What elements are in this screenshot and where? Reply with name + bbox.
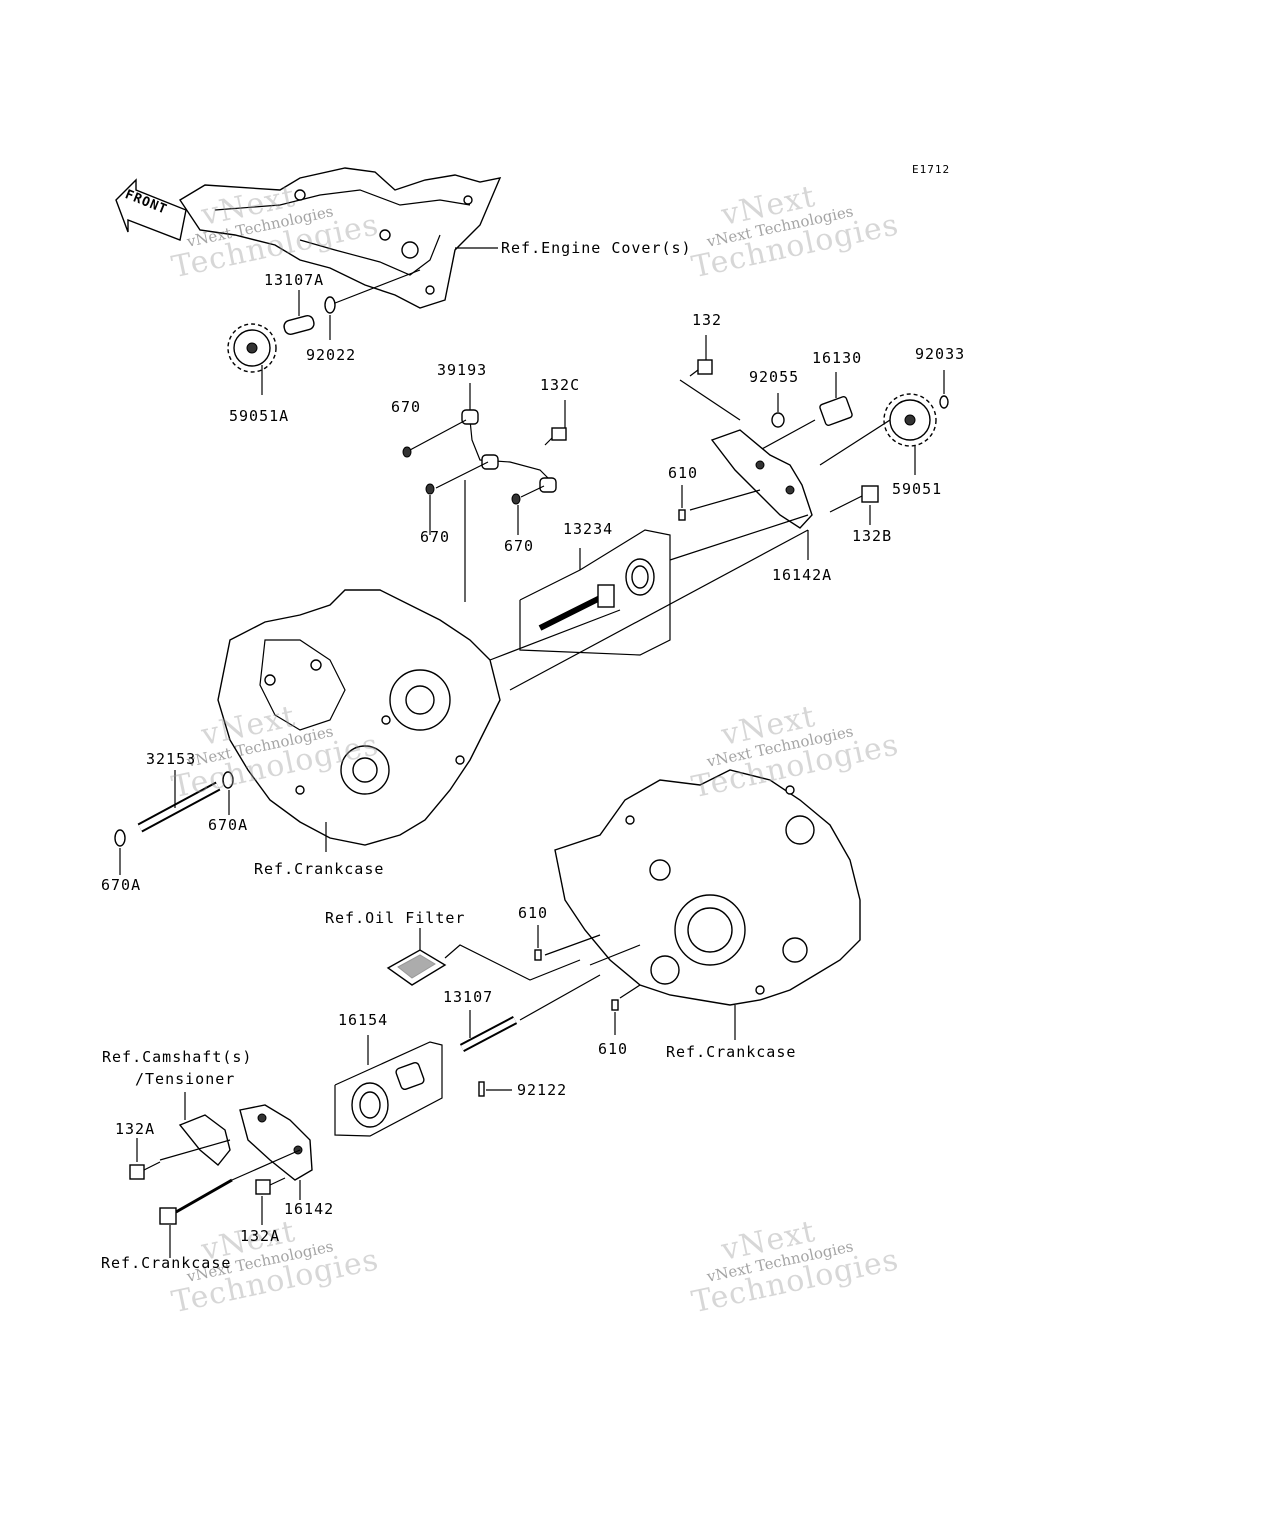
o-ring-670A-b — [114, 829, 126, 847]
pump-body-16142A — [710, 429, 813, 529]
part-label-610-c: 610 — [598, 1040, 629, 1058]
part-label-16142A: 16142A — [772, 566, 833, 584]
o-ring-670A-a — [222, 771, 234, 789]
part-label-132A-b: 132A — [240, 1227, 281, 1245]
ref-oil-filter-label: Ref.Oil Filter — [325, 909, 466, 927]
pipe-32153 — [137, 781, 221, 833]
crankcase-upper-drawing — [217, 589, 501, 846]
part-label-32153: 32153 — [146, 750, 197, 768]
part-label-670-b: 670 — [420, 528, 451, 546]
ref-engine-cover-label: Ref.Engine Cover(s) — [501, 239, 692, 257]
oil-pipe-39193 — [461, 409, 557, 493]
washer-92022 — [324, 296, 336, 314]
part-label-670-a: 670 — [391, 398, 422, 416]
part-label-59051A: 59051A — [229, 407, 290, 425]
rotor-shaft-13234 — [538, 558, 655, 631]
part-label-132C: 132C — [540, 376, 581, 394]
bolt-132C — [544, 427, 567, 446]
circlip-92033 — [939, 395, 949, 409]
dowel-610-c — [611, 999, 619, 1011]
bolt-132B — [829, 485, 879, 513]
part-label-92022: 92022 — [306, 346, 357, 364]
front-arrow-icon — [115, 178, 187, 241]
diagram-code: E1712 — [912, 163, 951, 176]
dowel-610-b — [534, 949, 542, 961]
part-label-132A-a: 132A — [115, 1120, 156, 1138]
ref-crankcase-right-label: Ref.Crankcase — [666, 1043, 797, 1061]
ref-camshaft-label: Ref.Camshaft(s) — [102, 1048, 253, 1066]
part-label-92122: 92122 — [517, 1081, 568, 1099]
gear-59051 — [883, 393, 937, 447]
part-label-16142: 16142 — [284, 1200, 335, 1218]
long-bolt — [159, 1178, 233, 1225]
oil-filter-drawing — [386, 949, 447, 986]
part-label-92033: 92033 — [915, 345, 966, 363]
dowel-610-a — [678, 509, 686, 521]
engine-cover-drawing — [179, 167, 502, 309]
part-label-610-b: 610 — [518, 904, 549, 922]
part-label-670A-b: 670A — [101, 876, 142, 894]
part-label-13234: 13234 — [563, 520, 614, 538]
part-label-670-c: 670 — [504, 537, 535, 555]
o-ring-670-b — [425, 483, 435, 495]
part-label-59051: 59051 — [892, 480, 943, 498]
bolt-132A-b — [255, 1177, 286, 1195]
part-label-670A-a: 670A — [208, 816, 249, 834]
washer-92055 — [771, 412, 785, 428]
fitting-16130 — [819, 396, 853, 426]
part-label-132B: 132B — [852, 527, 893, 545]
part-label-132: 132 — [692, 311, 723, 329]
part-label-610-a: 610 — [668, 464, 699, 482]
rotor-set-16154 — [351, 1061, 425, 1128]
ref-tensioner-label: /Tensioner — [135, 1070, 236, 1088]
part-label-13107A: 13107A — [264, 271, 325, 289]
o-ring-670-a — [402, 446, 412, 458]
bolt-132A-a — [129, 1161, 161, 1180]
gear-59051A — [227, 323, 277, 373]
part-label-39193: 39193 — [437, 361, 488, 379]
part-label-16130: 16130 — [812, 349, 863, 367]
pump-body-16142 — [178, 1104, 313, 1181]
o-ring-670-c — [511, 493, 521, 505]
ref-crankcase-upper-label: Ref.Crankcase — [254, 860, 385, 878]
pin-92122 — [478, 1081, 485, 1097]
ref-crankcase-lower-label: Ref.Crankcase — [101, 1254, 232, 1272]
bolt-132 — [689, 359, 713, 377]
part-label-92055: 92055 — [749, 368, 800, 386]
shaft-13107 — [459, 1016, 518, 1052]
pin-13107A — [283, 315, 315, 335]
crankcase-right-drawing — [554, 769, 861, 1006]
part-label-13107: 13107 — [443, 988, 494, 1006]
part-label-16154: 16154 — [338, 1011, 389, 1029]
